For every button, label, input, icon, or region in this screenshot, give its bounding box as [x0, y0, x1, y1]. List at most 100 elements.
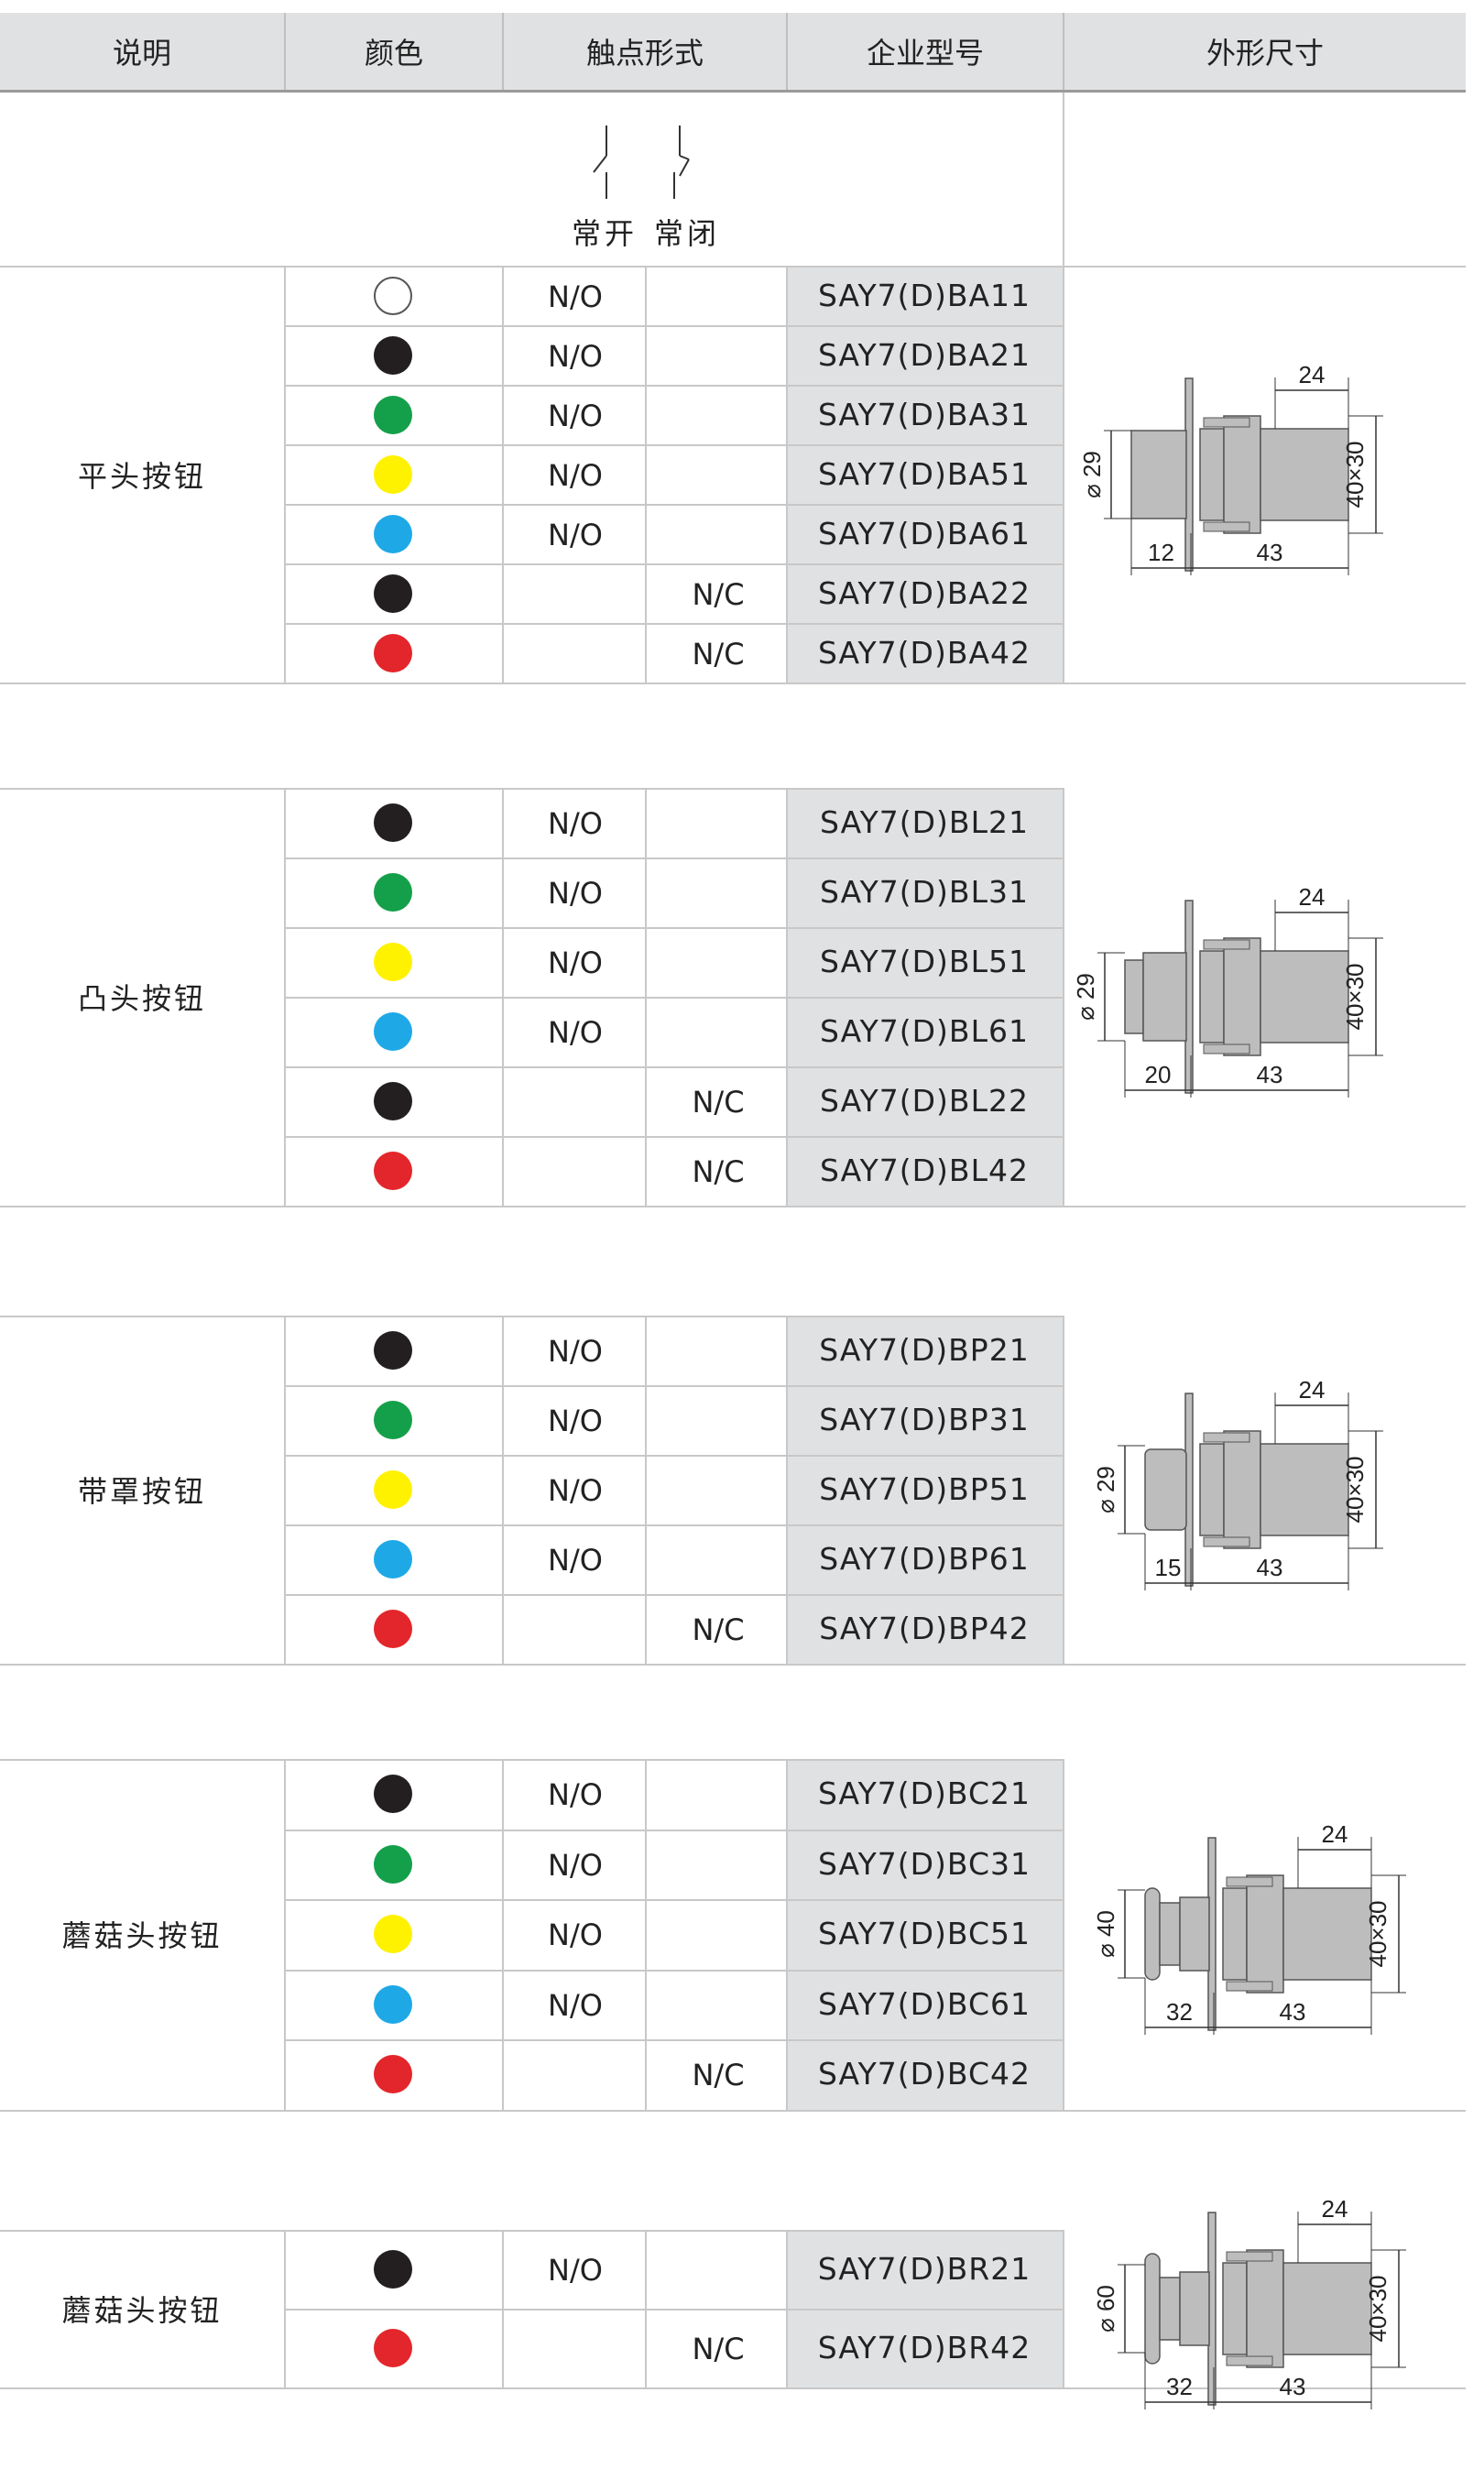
color-swatch-white	[374, 276, 412, 315]
latch-bottom	[1203, 1043, 1250, 1054]
mushroom-collar	[1179, 2271, 1210, 2346]
body-length-label: 43	[1257, 1061, 1283, 1088]
body-flange	[1222, 1887, 1248, 1981]
group-label: 凸头按钮	[77, 981, 206, 1016]
model-number: SAY7(D)BL61	[820, 1013, 1029, 1049]
contact-type: N/O	[548, 1917, 603, 1953]
contact-type: N/C	[692, 1154, 745, 1189]
button-head	[1124, 959, 1144, 1034]
contact-type: N/O	[548, 279, 603, 314]
body-flange	[1199, 1443, 1225, 1536]
header-color: 颜色	[364, 36, 423, 71]
model-number: SAY7(D)BP51	[819, 1471, 1030, 1507]
header-divider	[1063, 13, 1064, 90]
diameter-label: ⌀ 40	[1092, 1910, 1119, 1958]
front-length-label: 32	[1166, 2373, 1193, 2400]
column-divider	[786, 1759, 788, 2110]
body-length-label: 43	[1257, 539, 1283, 566]
mushroom-neck	[1159, 1902, 1181, 1966]
model-column-bg	[786, 268, 1063, 683]
row-divider	[286, 1969, 1063, 1972]
latch-top	[1203, 417, 1250, 427]
color-swatch-black	[374, 803, 412, 842]
group-top-rule	[0, 2230, 1063, 2232]
model-number: SAY7(D)BA11	[817, 277, 1031, 313]
color-swatch-black	[374, 2250, 412, 2289]
latch-top	[1226, 2251, 1273, 2262]
top-length-label: 24	[1322, 1820, 1348, 1848]
color-swatch-blue	[374, 1540, 412, 1579]
column-divider	[645, 1759, 647, 2110]
row-divider	[0, 266, 1466, 268]
contact-block	[1282, 2262, 1372, 2355]
color-swatch-yellow	[374, 1470, 412, 1509]
model-number: SAY7(D)BA22	[817, 574, 1031, 611]
contact-block	[1260, 950, 1349, 1043]
row-divider	[286, 444, 1063, 446]
column-divider	[645, 266, 647, 683]
group-bottom-rule	[0, 1206, 1466, 1207]
diameter-label: ⌀ 29	[1072, 973, 1099, 1021]
column-divider	[284, 266, 286, 683]
header-dimensions: 外形尺寸	[1206, 36, 1324, 71]
column-divider	[1063, 788, 1064, 1206]
model-number: SAY7(D)BP31	[819, 1402, 1030, 1437]
front-length-label: 15	[1155, 1554, 1182, 1581]
contact-type: N/C	[692, 2332, 745, 2366]
latch-top	[1203, 1432, 1250, 1443]
model-number: SAY7(D)BP21	[819, 1332, 1030, 1368]
contact-type: N/C	[692, 636, 745, 672]
contact-type: N/O	[548, 1473, 603, 1508]
model-number: SAY7(D)BC31	[818, 1845, 1031, 1882]
contact-block	[1260, 1443, 1349, 1536]
row-divider	[286, 563, 1063, 565]
color-swatch-blue	[374, 1012, 412, 1051]
contact-type: N/O	[548, 1404, 603, 1438]
model-number: SAY7(D)BA51	[817, 455, 1031, 492]
button-head	[1130, 429, 1187, 519]
row-divider	[286, 1455, 1063, 1457]
latch-bottom	[1226, 1981, 1273, 1992]
column-divider	[1063, 266, 1064, 683]
contact-type: N/O	[548, 457, 603, 493]
body-length-label: 43	[1257, 1554, 1283, 1581]
color-swatch-yellow	[374, 454, 412, 494]
header-divider	[786, 13, 788, 90]
diameter-label: ⌀ 29	[1078, 451, 1106, 498]
column-divider	[786, 1316, 788, 1664]
model-number: SAY7(D)BA21	[817, 336, 1031, 373]
diameter-label: ⌀ 60	[1092, 2285, 1119, 2333]
row-divider	[286, 927, 1063, 929]
top-length-label: 24	[1299, 883, 1326, 911]
body-clamp	[1223, 937, 1261, 1056]
row-divider	[286, 2309, 1063, 2311]
model-number: SAY7(D)BL21	[820, 804, 1029, 840]
row-divider	[286, 623, 1063, 625]
latch-top	[1203, 939, 1250, 950]
contact-type: N/O	[548, 517, 603, 552]
color-swatch-yellow	[374, 943, 412, 981]
column-divider	[786, 266, 788, 683]
contact-symbol-icon	[593, 126, 690, 199]
row-divider	[286, 1136, 1063, 1138]
body-clamp	[1223, 1430, 1261, 1549]
model-number: SAY7(D)BR21	[817, 2251, 1031, 2287]
header-description: 说明	[112, 36, 171, 71]
body-length-label: 43	[1280, 1998, 1306, 2026]
row-divider	[286, 1899, 1063, 1901]
table-header: 说明 颜色 触点形式 企业型号 外形尺寸	[0, 13, 1466, 90]
row-divider	[286, 1594, 1063, 1596]
row-divider	[286, 325, 1063, 327]
model-number: SAY7(D)BC61	[818, 1985, 1031, 2022]
header-bottom-rule	[0, 90, 1466, 93]
body-clamp	[1223, 414, 1261, 534]
row-divider	[286, 504, 1063, 506]
column-divider	[502, 1759, 504, 2110]
group-label: 平头按钮	[77, 458, 206, 494]
size-label: 40×30	[1364, 2275, 1391, 2342]
contact-type: N/C	[692, 2058, 745, 2093]
model-number: SAY7(D)BL51	[820, 944, 1029, 979]
size-label: 40×30	[1341, 963, 1369, 1030]
